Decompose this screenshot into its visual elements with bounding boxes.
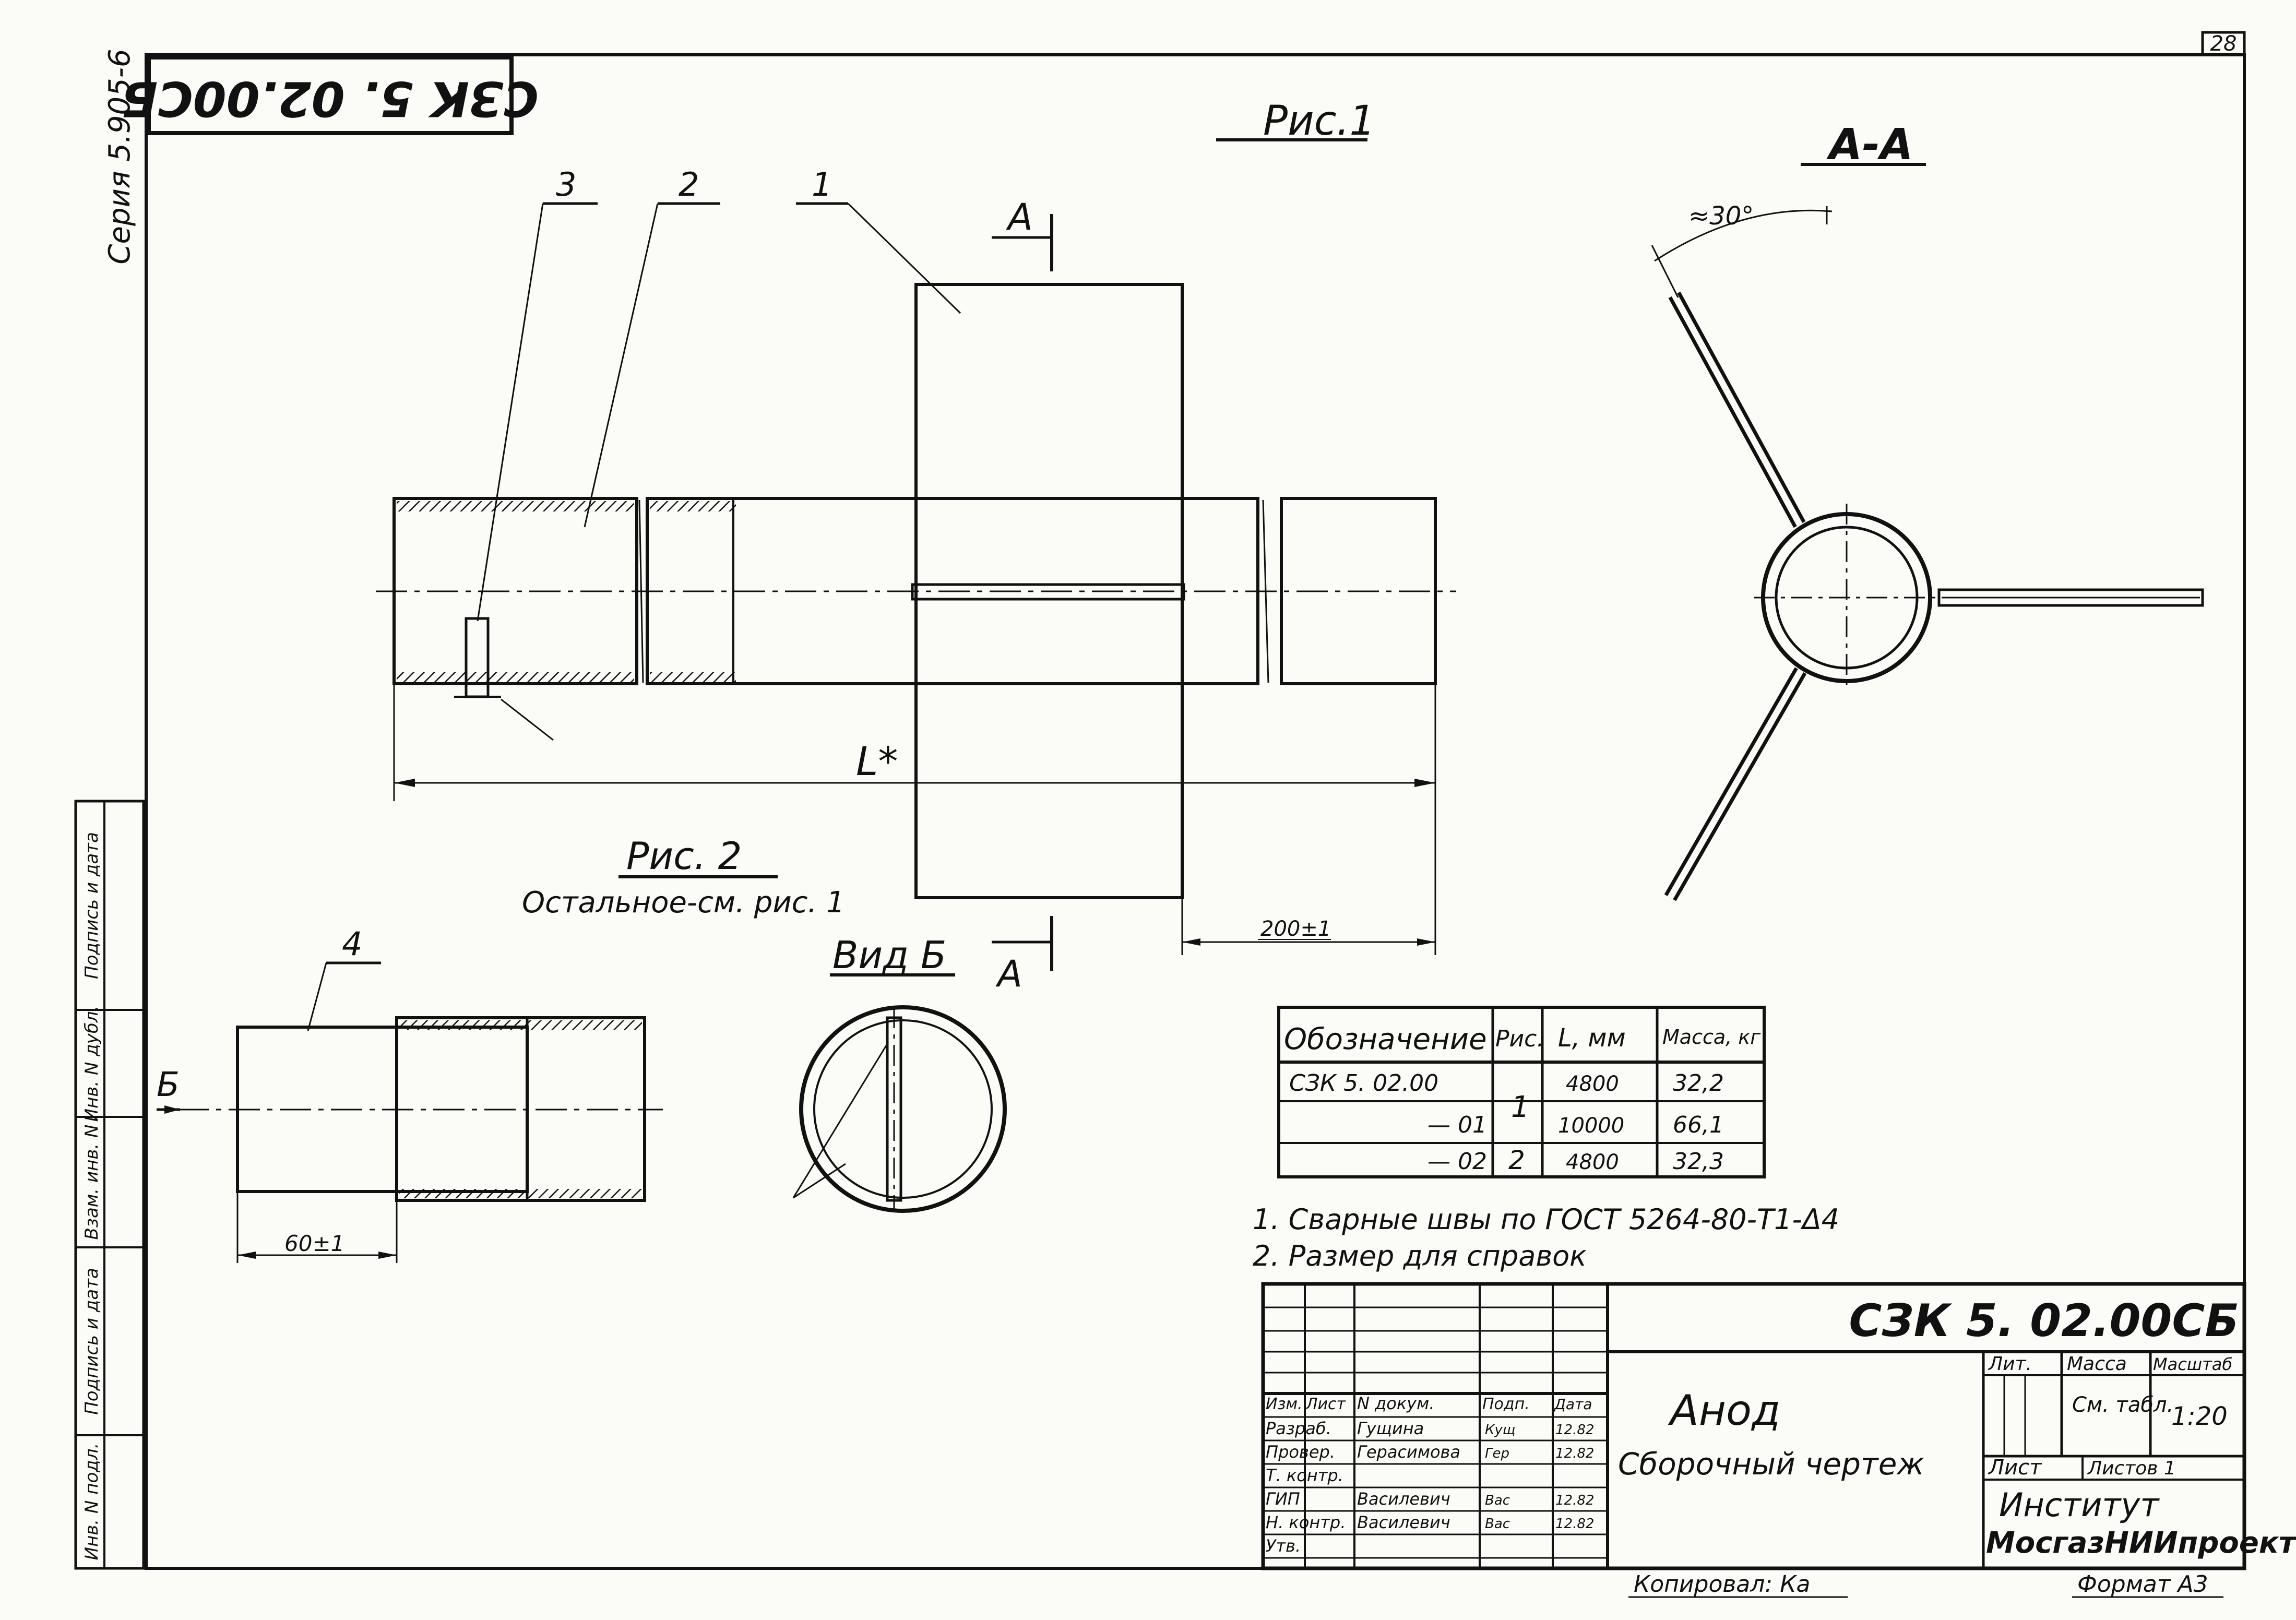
cell-r3-c3: 4800 [1566,1150,1619,1174]
section-title: А-А [1826,120,1913,170]
series-label: Серия 5.905-6 [103,49,137,264]
cell-r2-c1: — 01 [1427,1112,1487,1138]
cell-r3-c2: 2 [1508,1145,1525,1175]
tb-name-1: Гущина [1357,1419,1424,1438]
cell-r3-c1: — 02 [1427,1148,1487,1175]
tb-sheet: Лист [1988,1456,2042,1480]
side-stamp-5: Подпись и дата [81,832,102,979]
length-label: L* [856,738,898,784]
callout-1: 1 [812,165,832,204]
tb-col-date: Дата [1553,1396,1592,1413]
cell-r2-c4: 66,1 [1673,1112,1724,1138]
tb-doc-type: Сборочный чертеж [1618,1446,1924,1482]
tb-scale-value: 1:20 [2171,1402,2228,1431]
cell-r1-c4: 32,2 [1673,1070,1724,1097]
tb-sign-1: Кущ [1485,1422,1515,1438]
section-mark-bottom: А [995,952,1022,995]
fig2-subtitle: Остальное-см. рис. 1 [522,886,845,920]
tb-scale-label: Масштаб [2153,1354,2232,1374]
sheet-number-box [2201,31,2246,56]
sheet-frame [145,53,2246,1570]
tb-name-4: Василевич [1357,1489,1450,1509]
section-mark-top: А [1006,196,1033,239]
dim-60: 60±1 [284,1231,344,1256]
cell-r1-c2: 1 [1511,1090,1530,1124]
tb-sign-5: Вас [1485,1516,1510,1532]
tb-name-2: Герасимова [1357,1442,1460,1462]
fig1-title: Рис.1 [1263,98,1375,145]
tb-sign-2: Гер [1485,1446,1509,1461]
callout-2: 2 [679,165,699,204]
tb-mass-value: См. табл. [2072,1393,2173,1417]
cell-r2-c3: 10000 [1558,1114,1624,1138]
tb-date-2: 12.82 [1555,1446,1594,1461]
th-fig: Рис. [1495,1026,1544,1052]
side-stamp: Инв. N подл. Подпись и дата Взам. инв. N… [74,800,145,1570]
tb-date-1: 12.82 [1555,1422,1594,1438]
tb-name-5: Василевич [1357,1512,1450,1532]
tb-col-sign: Подп. [1482,1395,1530,1413]
tb-org-1: Институт [1999,1486,2160,1524]
tb-col-doc: N докум. [1357,1393,1434,1413]
side-stamp-3: Взам. инв. N [81,1125,102,1240]
tb-date-4: 12.82 [1555,1493,1594,1508]
tb-col-izm: Изм. [1266,1395,1303,1413]
th-designation: Обозначение [1284,1022,1487,1056]
section-a-a: А-А ≈30° [1651,120,2204,901]
tb-sheets: Листов 1 [2087,1458,2176,1479]
cell-r3-c4: 32,3 [1673,1148,1724,1175]
cell-r1-c3: 4800 [1566,1072,1619,1096]
callout-leaders: 3 2 1 [477,165,961,622]
tb-org-2: МосгазНИИпроект [1986,1526,2296,1560]
tb-sign-4: Вас [1485,1493,1510,1508]
tb-code: СЗК 5. 02.00СБ [1849,1295,2239,1347]
copied-by: Копировал: Ка [1634,1571,1810,1598]
view-b-title: Вид Б [832,933,946,977]
rotated-code-stamp [147,55,514,135]
format-label: Формат А3 [2077,1571,2208,1598]
th-length: L, мм [1558,1023,1626,1053]
fig1-main-view: А А L* 200±1 [376,196,1456,995]
tb-mass-label: Масса [2067,1353,2127,1375]
fig2-title: Рис. 2 [626,834,742,878]
callout-4: 4 [342,925,362,963]
view-arrow-label: Б [157,1066,180,1104]
tb-role-2: Провер. [1266,1442,1335,1462]
side-stamp-2: Подпись и дата [81,1268,102,1415]
tb-date-5: 12.82 [1555,1516,1594,1532]
variants-table: Обозначение Рис. L, мм Масса, кг СЗК 5. … [1277,1006,1766,1178]
fig2-view: Б 60±1 4 [157,925,663,1263]
tb-role-6: Утв. [1266,1536,1301,1556]
note-2: 2. Размер для справок [1253,1240,1587,1272]
side-stamp-1: Инв. N подл. [81,1443,102,1561]
tb-role-4: ГИП [1266,1489,1300,1509]
tb-name: Анод [1668,1386,1780,1435]
title-block: Изм. Лист N докум. Подп. Дата Разраб. Гу… [1261,1282,2296,1570]
cell-r1-c1: СЗК 5. 02.00 [1289,1070,1438,1097]
th-mass: Масса, кг [1662,1026,1761,1049]
dim-200: 200±1 [1260,917,1331,941]
side-stamp-4: Инв. N дубл. [81,1006,102,1122]
rotated-code-text: СЗК 5. 02.00СБ [121,71,539,127]
note-1: 1. Сварные швы по ГОСТ 5264-80-Т1-Δ4 [1253,1203,1839,1236]
view-b: Вид Б [792,933,1007,1213]
tb-lit: Лит. [1988,1353,2032,1375]
tb-col-list: Лист [1305,1395,1347,1413]
weld-slot [911,583,1185,601]
callout-3: 3 [556,165,576,204]
tb-role-1: Разраб. [1266,1419,1331,1438]
sheet-number: 28 [2210,32,2237,56]
angle-label: ≈30° [1688,201,1754,231]
tb-role-5: Н. контр. [1266,1512,1346,1532]
tb-role-3: Т. контр. [1266,1466,1343,1485]
